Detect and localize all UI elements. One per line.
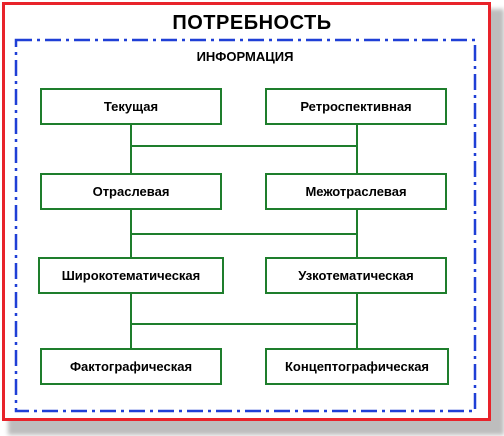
box-sectoral: Отраслевая [40, 173, 222, 210]
box-narrow-thematic: Узкотематическая [265, 257, 447, 294]
box-factographic: Фактографическая [40, 348, 222, 385]
information-frame-border [14, 38, 477, 413]
diagram-title: ПОТРЕБНОСТЬ [172, 12, 332, 34]
box-conceptographic: Концептографическая [265, 348, 449, 385]
box-retrospective: Ретроспективная [265, 88, 447, 125]
diagram-subtitle: ИНФОРМАЦИЯ [196, 49, 294, 64]
connectors [130, 124, 358, 348]
box-current: Текущая [40, 88, 222, 125]
box-intersectoral: Межотраслевая [265, 173, 447, 210]
box-broad-thematic: Широкотематическая [38, 257, 224, 294]
